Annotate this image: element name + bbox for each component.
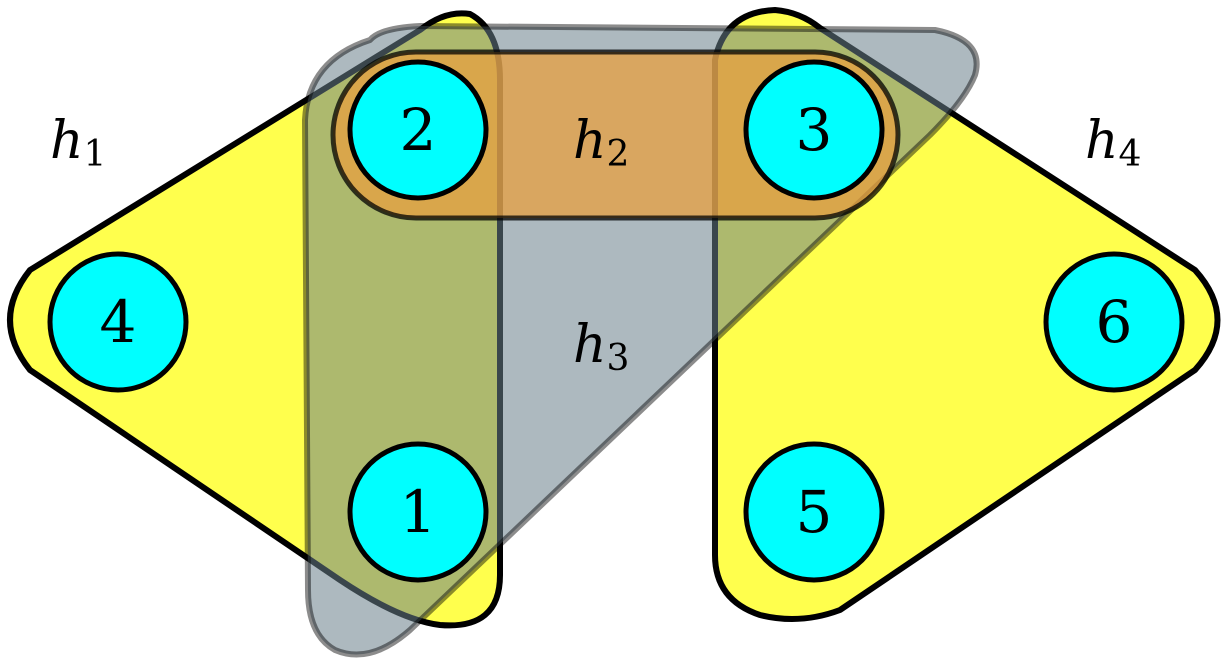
node-2-circle bbox=[347, 59, 489, 201]
node-4-label: 4 bbox=[100, 288, 137, 356]
node-1-label: 1 bbox=[400, 478, 437, 546]
node-4-circle bbox=[47, 251, 189, 393]
label-h2: h2 bbox=[573, 111, 629, 175]
label-h2-sub: 2 bbox=[607, 134, 630, 175]
node-6: 6 bbox=[1043, 251, 1185, 393]
label-h1-sub: 1 bbox=[84, 134, 107, 175]
node-6-circle bbox=[1043, 251, 1185, 393]
label-h1-main: h bbox=[50, 111, 84, 171]
label-h2-main: h bbox=[573, 111, 607, 171]
node-2-label: 2 bbox=[400, 96, 437, 164]
label-h1: h1 bbox=[50, 111, 106, 175]
label-h3-sub: 3 bbox=[607, 338, 630, 379]
node-3-label: 3 bbox=[796, 96, 833, 164]
node-6-label: 6 bbox=[1096, 288, 1133, 356]
label-h4-sub: 4 bbox=[1119, 134, 1142, 175]
node-2: 2 bbox=[347, 59, 489, 201]
label-h3: h3 bbox=[573, 315, 629, 379]
node-1: 1 bbox=[347, 441, 489, 583]
node-4: 4 bbox=[47, 251, 189, 393]
label-h4: h4 bbox=[1085, 111, 1141, 175]
node-1-circle bbox=[347, 441, 489, 583]
label-h4-main: h bbox=[1085, 111, 1119, 171]
node-5-circle bbox=[743, 441, 885, 583]
node-5: 5 bbox=[743, 441, 885, 583]
label-h3-main: h bbox=[573, 315, 607, 375]
node-5-label: 5 bbox=[796, 478, 833, 546]
node-3-circle bbox=[743, 59, 885, 201]
node-3: 3 bbox=[743, 59, 885, 201]
